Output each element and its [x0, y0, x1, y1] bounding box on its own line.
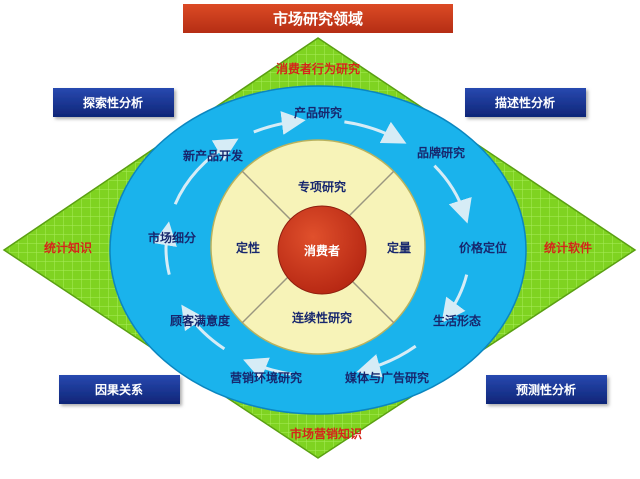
title-bar: [183, 4, 453, 33]
ring-items: 产品研究 品牌研究 价格定位 生活形态 媒体与广告研究 营销环境研究 顾客满意度…: [148, 105, 507, 385]
corner-box-label: 因果关系: [95, 382, 143, 397]
ring-item-customer-satisfaction: 顾客满意度: [170, 313, 231, 328]
ring-arrow: [253, 111, 306, 135]
page-title: 市场研究领域: [273, 10, 363, 28]
ring-arrow: [433, 164, 472, 224]
corner-box-top-right: 描述性分析: [465, 88, 586, 117]
title-banner: 市场研究领域: [183, 4, 453, 33]
corner-box-bottom-left: 因果关系: [59, 375, 180, 404]
ring-arrow: [173, 138, 239, 205]
corner-box-bg: [59, 375, 180, 404]
ring-item-price-positioning: 价格定位: [459, 240, 507, 255]
diamond-left-label: 统计知识: [44, 240, 92, 255]
inner-bottom-label: 连续性研究: [292, 310, 352, 325]
ring-item-new-product-dev: 新产品开发: [183, 148, 244, 163]
ring-item-market-segmentation: 市场细分: [148, 230, 196, 245]
ring-arrow: [243, 357, 292, 380]
corner-box-label: 描述性分析: [495, 95, 555, 110]
ring-arrow: [356, 344, 417, 378]
ring-item-brand-research: 品牌研究: [417, 145, 465, 160]
center-circle: [277, 205, 367, 295]
inner-right-label: 定量: [387, 240, 411, 255]
corner-box-bg: [465, 88, 586, 117]
ring-item-product-research: 产品研究: [294, 105, 342, 120]
center-label: 消费者: [304, 243, 340, 258]
ring-arrow: [344, 120, 407, 144]
ring-arrow: [181, 304, 226, 351]
corner-box-bg: [486, 375, 607, 404]
diamond-right-label: 统计软件: [544, 240, 592, 255]
ring-item-media-ad-research: 媒体与广告研究: [345, 370, 429, 385]
ring-arrow: [441, 274, 469, 324]
inner-left-label: 定性: [236, 240, 260, 255]
corner-box-top-left: 探索性分析: [53, 88, 174, 117]
inner-top-label: 专项研究: [298, 179, 346, 194]
corner-box-bg: [53, 88, 174, 117]
ring-item-marketing-env-research: 营销环境研究: [230, 370, 302, 385]
corner-box-bottom-right: 预测性分析: [486, 375, 607, 404]
corner-box-label: 探索性分析: [83, 95, 143, 110]
corner-box-label: 预测性分析: [516, 382, 576, 397]
ring-arrows: [153, 111, 472, 380]
diamond-top-label: 消费者行为研究: [276, 61, 360, 76]
diamond-bottom-label: 市场营销知识: [290, 426, 362, 441]
ring-arrow: [153, 221, 177, 275]
ring-item-lifestyle: 生活形态: [433, 313, 481, 328]
